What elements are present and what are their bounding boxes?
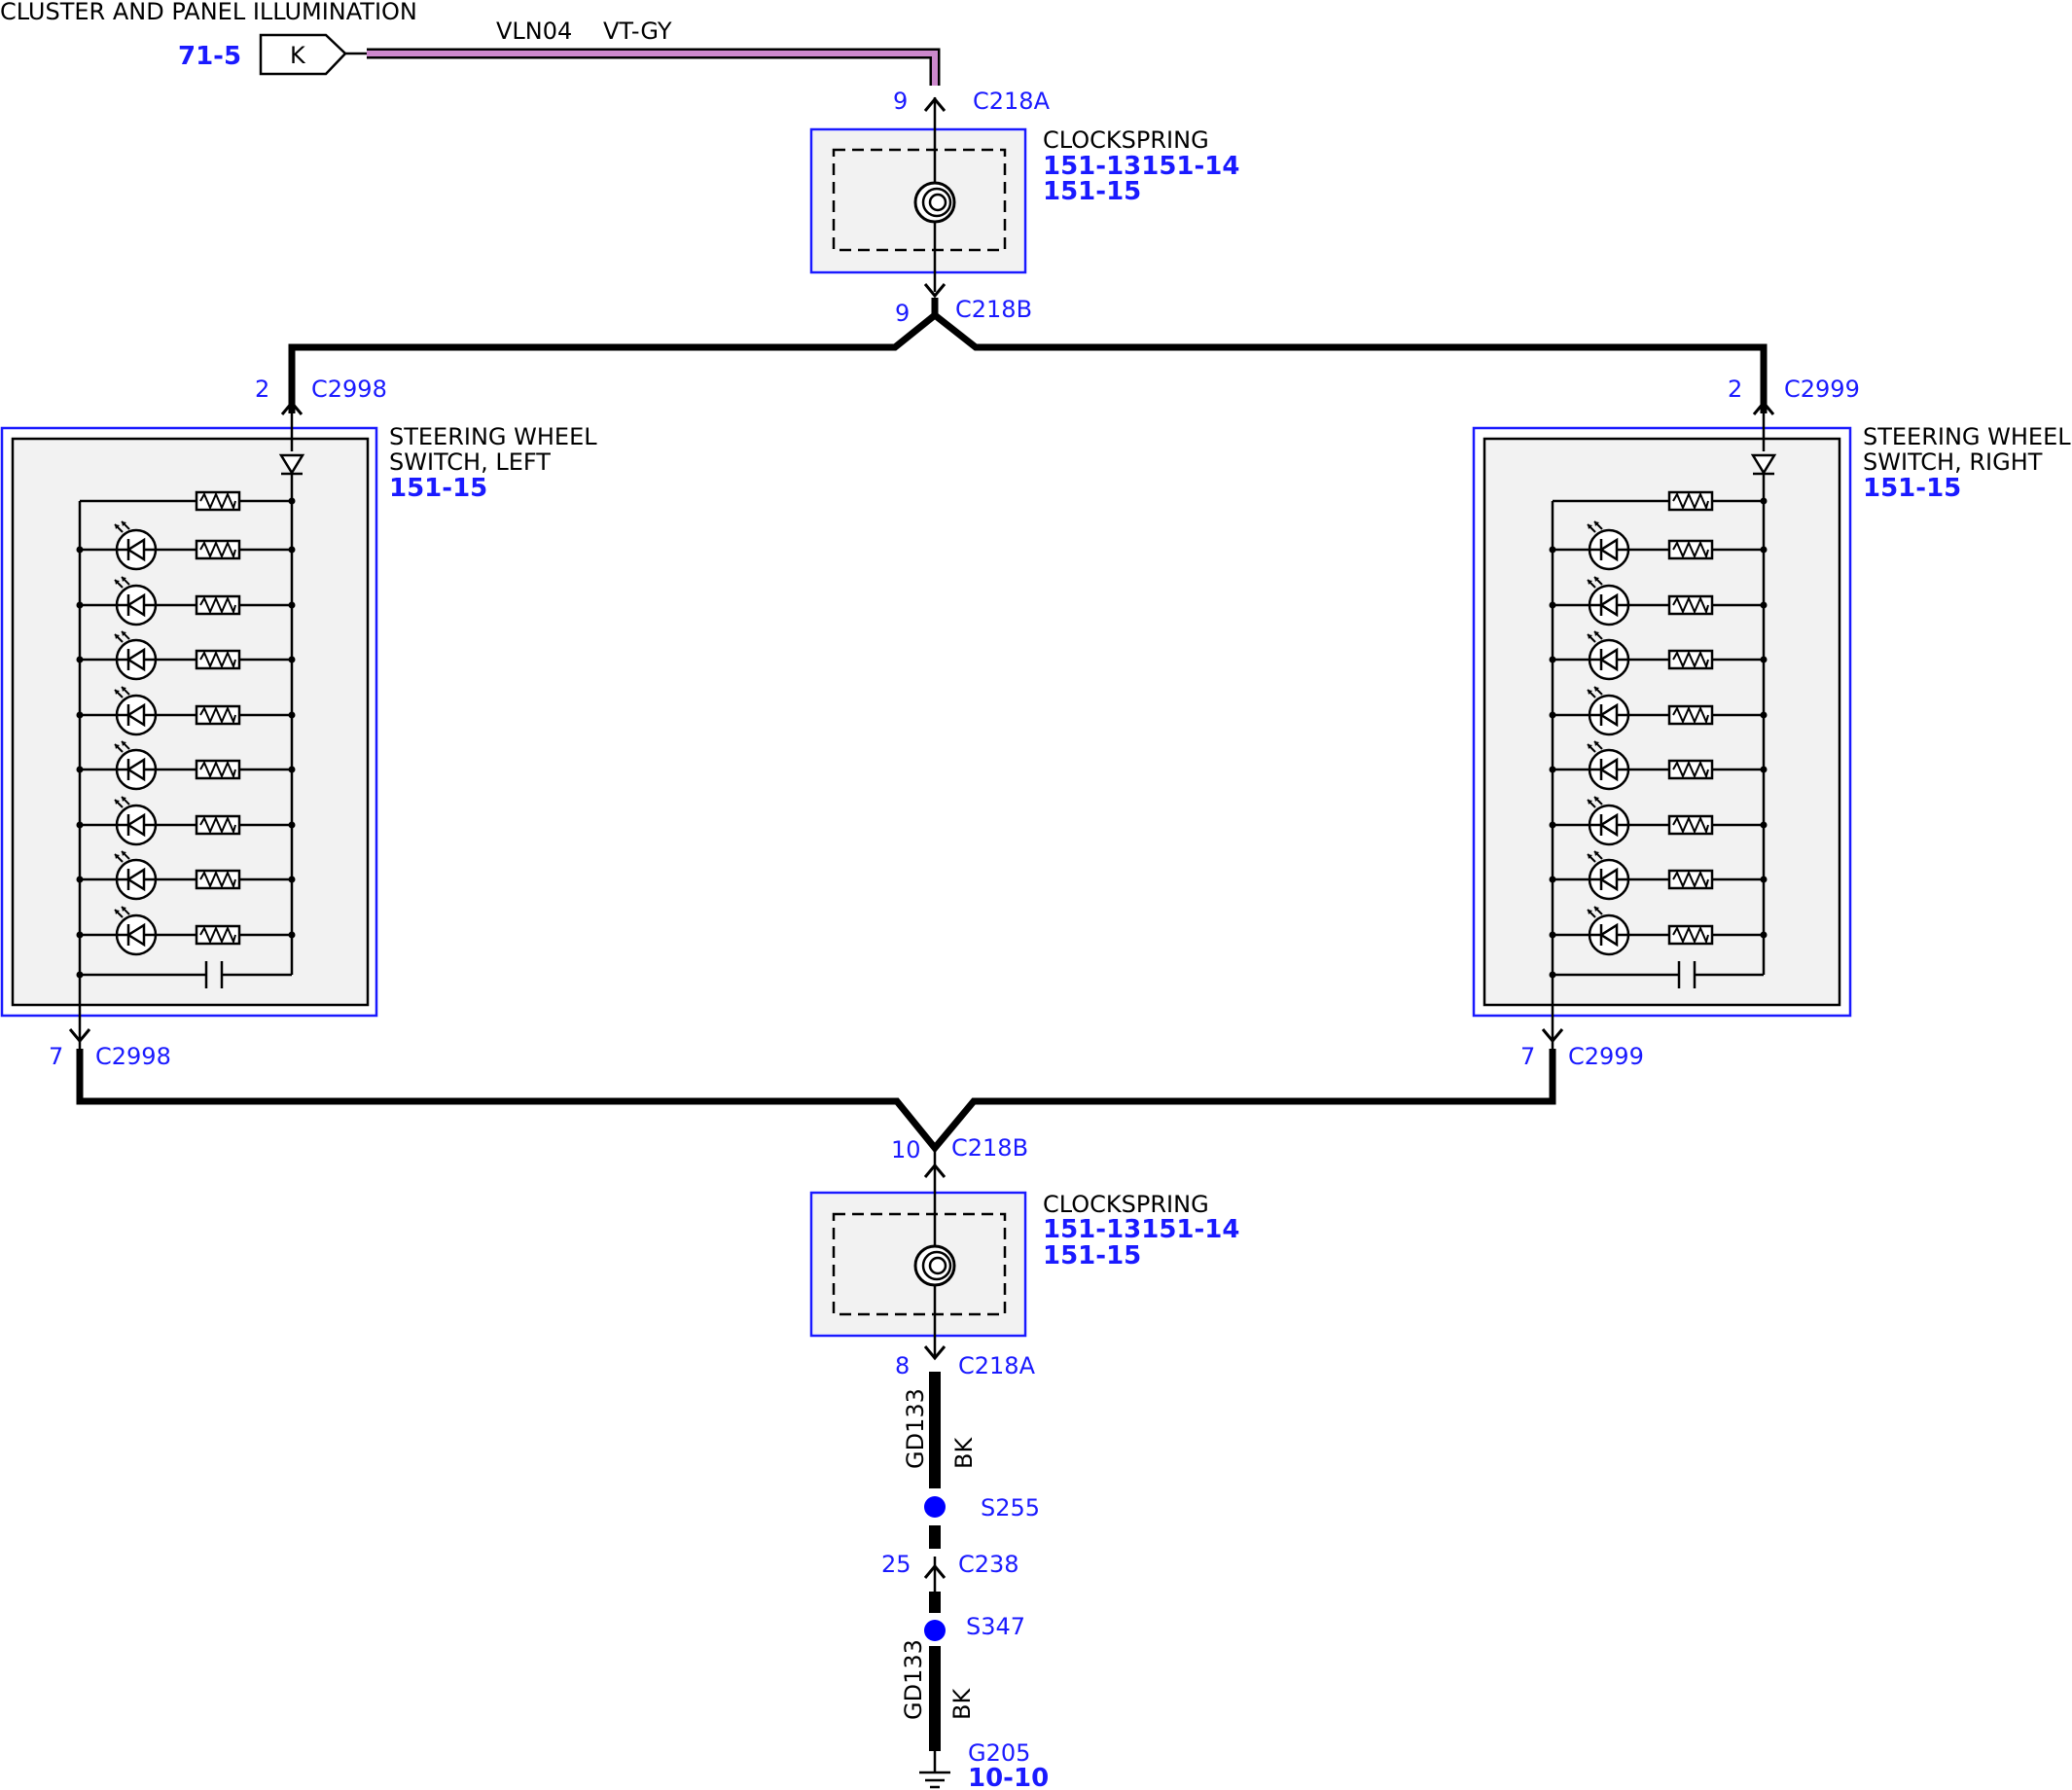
gp-lower-color: BK <box>948 1688 976 1720</box>
splice-s255-icon <box>924 1496 946 1518</box>
clockspring-bottom-spiral-icon <box>913 1244 956 1287</box>
sw-left-name2: SWITCH, LEFT <box>389 448 551 476</box>
switch-right-resistor-icon <box>1667 539 1714 560</box>
cs-top-ref2[interactable]: 151-15 <box>1043 177 1141 206</box>
ground-label: G205 <box>968 1739 1030 1767</box>
cs-bot-name: CLOCKSPRING <box>1043 1191 1209 1218</box>
cs-bot-in-pin: 10 <box>891 1136 921 1164</box>
gp-upper-color: BK <box>950 1437 978 1469</box>
cs-top-in-connector: C218A <box>973 88 1051 115</box>
switch-right-resistor-icon <box>1667 704 1714 726</box>
switch-left-ladder <box>68 413 305 1049</box>
sw-right-out-pin: 7 <box>1520 1043 1535 1070</box>
clockspring-top-spiral-icon <box>913 181 956 224</box>
cs-bot-ref2[interactable]: 151-15 <box>1043 1241 1141 1271</box>
splice-s255-label: S255 <box>981 1494 1040 1522</box>
switch-left-resistor-icon <box>195 649 241 670</box>
switch-left-resistor-icon <box>195 539 241 560</box>
source-wire-color: VT-GY <box>603 18 672 45</box>
switch-right-capacitor-icon <box>1677 961 1697 988</box>
source-circuit: VLN04 <box>496 18 572 45</box>
cs-bot-out-pin: 8 <box>895 1352 910 1379</box>
cs-bot-ref1[interactable]: 151-13151-14 <box>1043 1215 1240 1244</box>
switch-left-resistor-icon <box>195 924 241 946</box>
gp-lower-circuit: GD133 <box>900 1639 927 1720</box>
switch-right-resistor-icon <box>1667 594 1714 616</box>
source-title: CLUSTER AND PANEL ILLUMINATION <box>0 0 417 25</box>
ground-icon <box>919 1751 950 1789</box>
sw-right-name1: STEERING WHEEL <box>1863 423 2071 450</box>
sw-left-ref[interactable]: 151-15 <box>389 474 487 503</box>
sw-left-in-connector: C2998 <box>311 376 387 403</box>
switch-left-resistor-icon <box>195 704 241 726</box>
switch-right-resistor-icon <box>1667 649 1714 670</box>
bottom-collector-wire <box>76 1049 1556 1154</box>
sw-left-out-pin: 7 <box>49 1043 63 1070</box>
switch-right-resistor-icon <box>1667 869 1714 890</box>
switch-right-resistor-icon <box>1667 759 1714 780</box>
source-ref[interactable]: 71-5 <box>178 42 241 71</box>
switch-right-resistor-icon <box>1667 924 1714 946</box>
switch-left-resistor-icon <box>195 759 241 780</box>
cs-bot-in-connector: C218B <box>951 1134 1028 1162</box>
switch-right-ladder <box>1541 413 1777 1049</box>
sw-right-name2: SWITCH, RIGHT <box>1863 448 2043 476</box>
switch-left-capacitor-icon <box>204 961 224 988</box>
sw-right-ref[interactable]: 151-15 <box>1863 474 1961 503</box>
sw-right-in-connector: C2999 <box>1784 376 1860 403</box>
sw-left-in-pin: 2 <box>255 376 269 403</box>
cs-top-out-pin: 9 <box>895 300 910 327</box>
switch-left-resistor-icon <box>195 594 241 616</box>
ground-ref[interactable]: 10-10 <box>968 1764 1049 1790</box>
switch-left-resistor-icon <box>195 814 241 836</box>
splice-s347-label: S347 <box>966 1613 1025 1640</box>
switch-left-resistor-icon <box>195 869 241 890</box>
clockspring-top-dashed <box>832 148 1007 252</box>
pin-flag: K <box>259 33 367 76</box>
cs-top-in-pin: 9 <box>893 88 908 115</box>
switch-left-inner <box>11 437 370 1007</box>
switch-left-resistor-icon <box>195 490 241 512</box>
splice-s347-icon <box>924 1620 946 1641</box>
sw-right-in-pin: 2 <box>1728 376 1742 403</box>
violet-gray-wire <box>367 48 941 86</box>
gp-inline-connector: C238 <box>958 1551 1019 1578</box>
gp-inline-pin: 25 <box>881 1551 911 1578</box>
cs-bot-out-connector: C218A <box>958 1352 1036 1379</box>
top-distribution-wire <box>288 310 1768 413</box>
cs-top-name: CLOCKSPRING <box>1043 126 1209 154</box>
switch-right-inner <box>1483 437 1841 1007</box>
sw-right-out-connector: C2999 <box>1568 1043 1644 1070</box>
sw-left-out-connector: C2998 <box>95 1043 171 1070</box>
sw-left-name1: STEERING WHEEL <box>389 423 597 450</box>
cs-top-out-connector: C218B <box>955 296 1032 323</box>
cs-top-ref1[interactable]: 151-13151-14 <box>1043 152 1240 181</box>
pin-flag-label: K <box>290 42 306 69</box>
clockspring-bottom-dashed <box>832 1212 1007 1316</box>
switch-right-resistor-icon <box>1667 490 1714 512</box>
gp-upper-circuit: GD133 <box>902 1388 929 1469</box>
switch-right-resistor-icon <box>1667 814 1714 836</box>
